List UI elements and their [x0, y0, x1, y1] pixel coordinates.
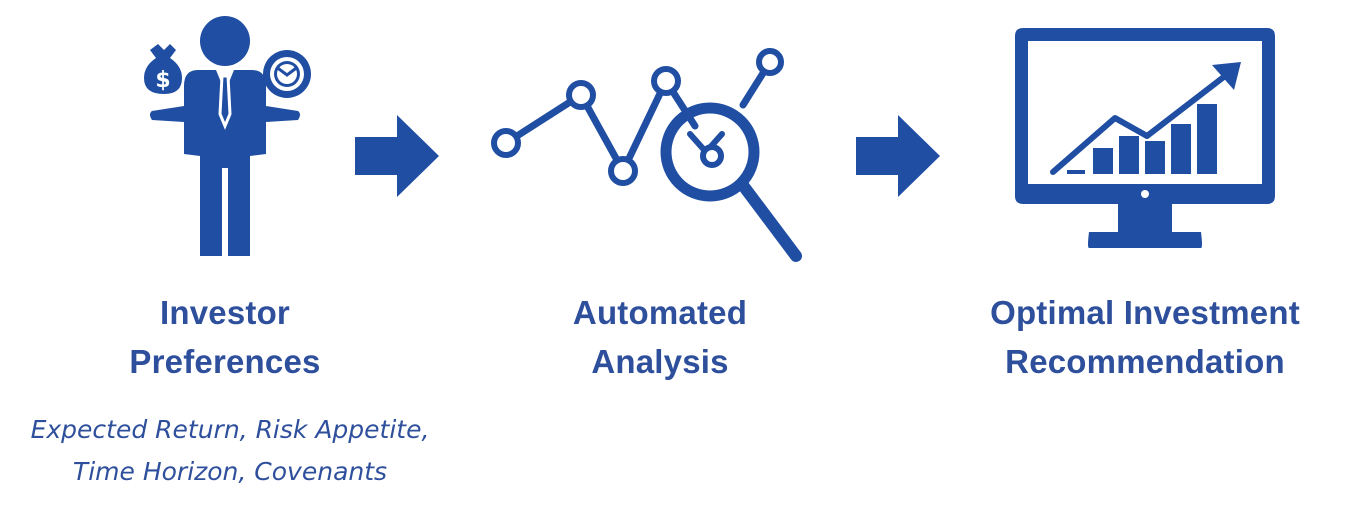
step-title-line: Preferences	[129, 343, 321, 380]
step-title-automated-analysis: Automated Analysis	[530, 288, 790, 386]
step-subtitle-investor-preferences: Expected Return, Risk Appetite, Time Hor…	[10, 409, 450, 493]
step-title-line: Investor	[160, 294, 290, 331]
step-subtitle-line: Time Horizon, Covenants	[72, 457, 388, 486]
investor-person-icon: $	[138, 8, 313, 260]
step-title-investor-preferences: Investor Preferences	[95, 288, 355, 386]
svg-text:$: $	[155, 68, 170, 93]
arrow-right-icon	[355, 115, 439, 202]
step-title-optimal-investment-recommendation: Optimal Investment Recommendation	[950, 288, 1340, 386]
analysis-magnifier-chart-icon	[488, 48, 806, 264]
step-title-line: Recommendation	[1005, 343, 1285, 380]
monitor-growth-chart-icon	[1015, 28, 1277, 250]
step-subtitle-line: Expected Return, Risk Appetite,	[30, 415, 430, 444]
step-title-line: Analysis	[591, 343, 729, 380]
step-title-line: Automated	[572, 294, 748, 331]
arrow-right-icon	[856, 115, 940, 202]
step-title-line: Optimal Investment	[990, 294, 1300, 331]
